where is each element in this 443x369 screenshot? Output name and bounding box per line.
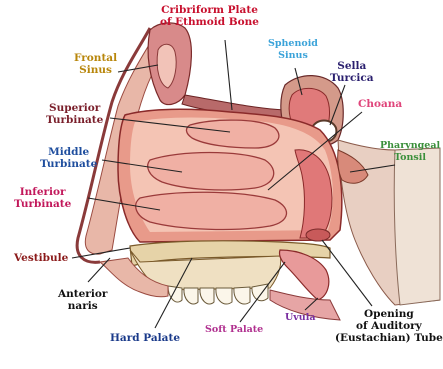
vertebra-column [394,148,440,305]
label-choana: Choana [358,98,402,110]
label-vestibule: Vestibule [14,252,68,264]
auditory-tube-opening [306,229,330,241]
leader-cribriform [225,40,232,110]
inferior-turbinate-shape [136,192,287,229]
label-soft-palate: Soft Palate [205,324,263,336]
label-hard-palate: Hard Palate [110,332,180,344]
label-uvula: Uvula [285,312,315,324]
